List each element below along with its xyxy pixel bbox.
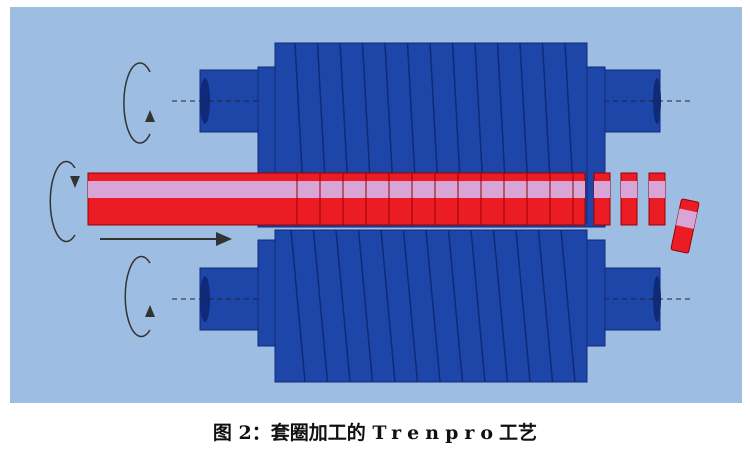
- helix-line: [515, 229, 531, 383]
- ring-core: [621, 181, 637, 198]
- shaft-end-bottom: [653, 276, 661, 322]
- helix-line: [290, 229, 306, 383]
- ring-core: [594, 181, 610, 198]
- caption-suffix: 工艺: [499, 422, 538, 444]
- tube-core: [88, 181, 585, 198]
- ring-core: [649, 181, 665, 198]
- feed-direction-arrow-icon: [100, 232, 232, 246]
- cut-ring-core: [675, 208, 698, 229]
- helix-line: [447, 229, 464, 383]
- ring: [593, 172, 611, 226]
- cut-ring: [670, 198, 700, 254]
- helix-line: [492, 229, 509, 383]
- ring: [620, 172, 638, 226]
- shaft-end-top: [653, 78, 661, 124]
- figure-caption: 图 2：套圈加工的 Trenpro工艺: [0, 418, 750, 445]
- caption-title-cn: 套圈加工的: [270, 422, 366, 444]
- rotation-arrow-icon: [49, 62, 151, 338]
- tube: [87, 172, 586, 226]
- ring: [648, 172, 666, 226]
- helix-line: [357, 229, 374, 383]
- shaft-end-bottom: [200, 276, 210, 322]
- caption-prefix: 图 2：: [212, 422, 271, 444]
- helix-line: [425, 229, 441, 383]
- rotation-arrowheads: [70, 110, 155, 317]
- helix-line: [470, 229, 486, 383]
- helix-line: [402, 229, 419, 383]
- roller-bottom: [274, 229, 588, 383]
- helix-line: [335, 229, 351, 383]
- caption-title-latin: Trenpro: [372, 422, 500, 444]
- helix-line: [537, 229, 554, 383]
- helix-line: [560, 229, 576, 383]
- shaft-end-top: [200, 78, 210, 124]
- trenpro-process-diagram: [10, 7, 742, 403]
- helix-line: [380, 229, 396, 383]
- helix-line: [312, 229, 329, 383]
